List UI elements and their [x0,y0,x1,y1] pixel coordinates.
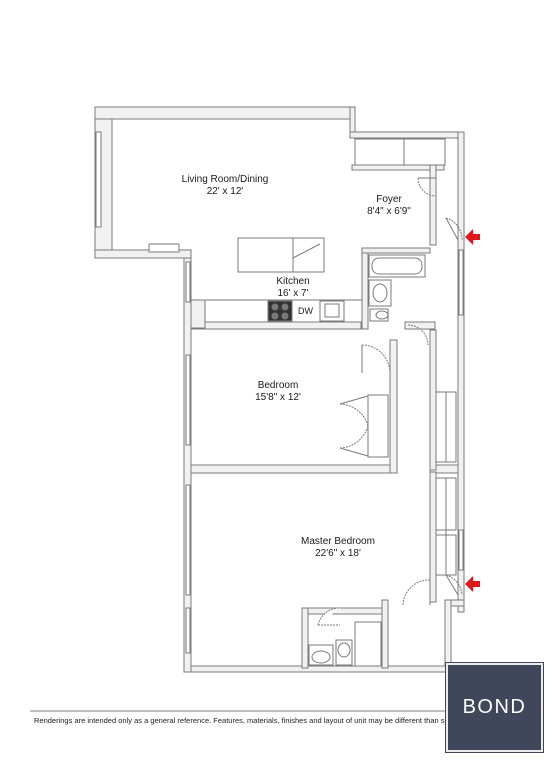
entry-arrow-icon [465,576,480,592]
dishwasher-label: DW [298,306,313,316]
disclaimer-text: Renderings are intended only as a genera… [34,716,465,725]
room-size: 8'4" x 6'9" [367,206,411,217]
room-label-master: Master Bedroom 22'6" x 18' [290,536,386,560]
entry-markers [465,229,480,592]
room-size: 16' x 7' [277,288,309,299]
room-name: Living Room/Dining [181,174,269,185]
room-name: Kitchen [276,276,310,287]
bedroom-closet [339,344,391,458]
room-name: Foyer [376,194,402,205]
exterior-walls [94,106,465,673]
room-label-living: Living Room/Dining 22' x 12' [170,174,280,198]
room-label-bedroom: Bedroom 15'8" x 12' [245,380,311,404]
room-name: Master Bedroom [301,536,375,547]
room-size: 15'8" x 12' [255,392,301,403]
interior-walls [190,164,459,669]
hall-bathroom [368,254,426,322]
brand-logo: BOND [445,662,544,753]
entry-arrow-icon [465,229,480,245]
kitchen-fixtures [204,237,363,323]
room-size: 22' x 12' [206,186,244,197]
room-label-foyer: Foyer 8'4" x 6'9" [358,194,420,218]
corridor-closets [435,391,457,576]
windows [95,131,464,654]
room-name: Bedroom [257,380,299,391]
room-label-kitchen: Kitchen 16' x 7' [266,276,320,300]
brand-logo-text: BOND [462,696,527,718]
room-size: 22'6" x 18' [315,548,361,559]
foyer-closet [354,138,446,197]
master-bathroom [308,579,431,667]
doors [407,217,463,596]
